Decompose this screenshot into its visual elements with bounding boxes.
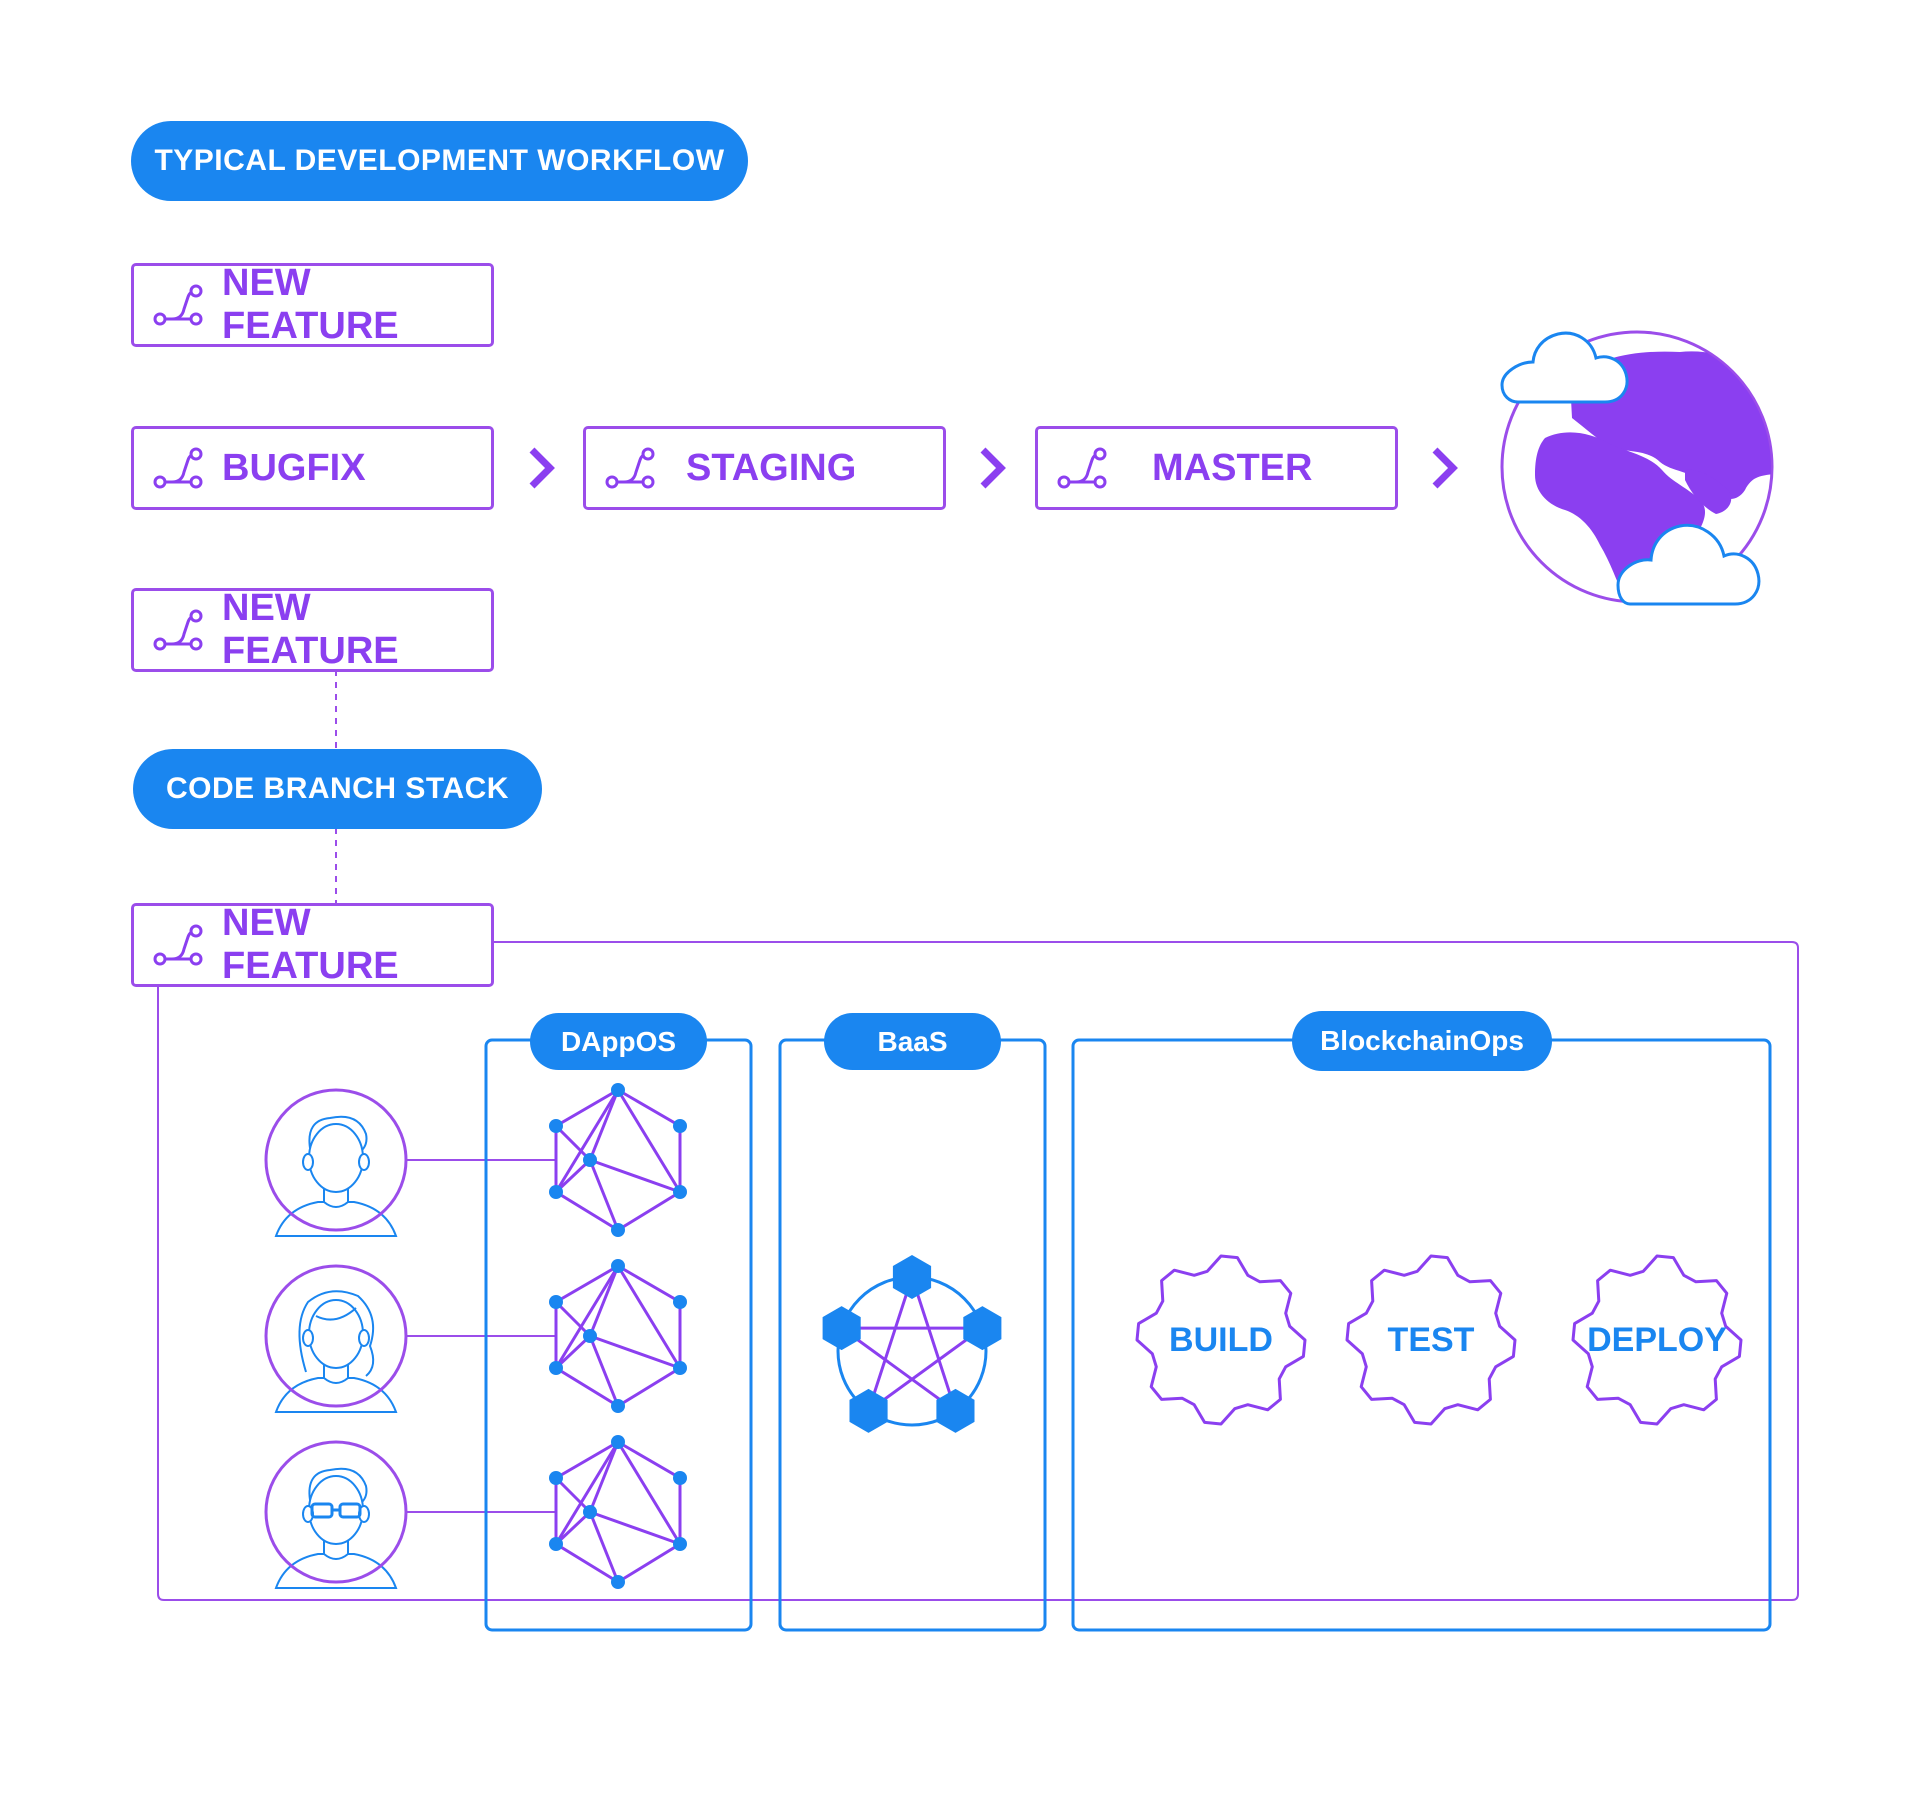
feature-frame: [157, 941, 1799, 1601]
branch-new-feature-bottom: NEW FEATURE: [131, 902, 494, 987]
branch-master: MASTER: [1035, 426, 1398, 510]
branch-label: NEW FEATURE: [222, 262, 399, 347]
chevron-right-icon: [1432, 447, 1458, 489]
panel-baas-box: [778, 1038, 1047, 1632]
branch-label: NEW FEATURE: [222, 587, 399, 672]
cloud-icon: [1616, 523, 1761, 606]
branch-label: STAGING: [686, 446, 857, 489]
branch-label: NEW FEATURE: [222, 902, 399, 987]
gear-icon: [1135, 1254, 1307, 1426]
git-branch-icon: [605, 447, 655, 489]
branch-label: BUGFIX: [222, 446, 366, 489]
pentagon-network-icon: [822, 1255, 1002, 1433]
hexagon-network-icon: [549, 1083, 687, 1237]
code-branch-stack: CODE BRANCH STACK: [133, 749, 542, 829]
user-avatar-icon: [264, 1088, 408, 1237]
branch-new-feature-top: NEW FEATURE: [131, 262, 494, 347]
hexagon-network-icon: [549, 1435, 687, 1589]
branch-bugfix: BUGFIX: [131, 426, 494, 510]
hexagon-network-icon: [549, 1259, 687, 1413]
gear-icon: [1571, 1254, 1743, 1426]
cloud-icon: [1500, 331, 1629, 404]
chevron-right-icon: [980, 447, 1006, 489]
workflow-title: TYPICAL DEVELOPMENT WORKFLOW: [131, 121, 748, 201]
git-branch-icon: [1057, 447, 1107, 489]
git-branch-icon: [153, 284, 203, 326]
git-branch-icon: [153, 924, 203, 966]
chevron-right-icon: [529, 447, 555, 489]
branch-new-feature-mid: NEW FEATURE: [131, 587, 494, 672]
panel-blockchainops-tag: BlockchainOps: [1292, 1011, 1552, 1071]
user-avatar-icon: [264, 1264, 408, 1413]
panel-baas-tag: BaaS: [824, 1013, 1001, 1070]
branch-staging: STAGING: [583, 426, 946, 510]
user-avatar-icon: [264, 1440, 408, 1589]
panel-dappos-tag: DAppOS: [530, 1013, 707, 1070]
branch-label: MASTER: [1152, 446, 1313, 489]
git-branch-icon: [153, 447, 203, 489]
gear-icon: [1345, 1254, 1517, 1426]
step-build-label: BUILD: [1169, 1320, 1273, 1359]
step-test-label: TEST: [1387, 1320, 1475, 1359]
step-deploy-label: DEPLOY: [1587, 1320, 1727, 1359]
git-branch-icon: [153, 609, 203, 651]
